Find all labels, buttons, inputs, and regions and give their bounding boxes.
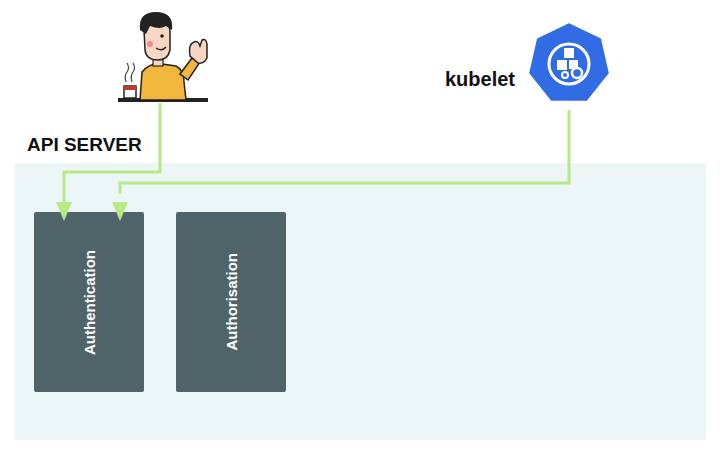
shirt	[140, 64, 186, 100]
component-label: kubelet	[445, 68, 515, 91]
kubelet-logo	[527, 18, 611, 110]
cheek	[147, 41, 153, 47]
kubelet-node: kubelet	[527, 18, 611, 110]
steam	[125, 63, 134, 82]
connector	[112, 110, 569, 221]
logo-gear	[562, 72, 568, 78]
logo-ring	[549, 44, 589, 84]
arrowhead	[112, 202, 128, 221]
group-heading: API SERVER	[27, 134, 142, 156]
server-band: API SERVERAuthenticationAuthorisation	[15, 163, 706, 440]
face	[144, 20, 170, 60]
box-label: Authorisation	[223, 253, 240, 351]
coffee-cup	[124, 86, 136, 98]
neck	[153, 58, 163, 66]
logo-cube	[564, 48, 574, 58]
user-arrowhead	[56, 202, 72, 221]
desk	[118, 98, 208, 102]
logo-cube	[557, 60, 567, 70]
stage-box: Authentication	[34, 212, 144, 392]
mouth	[156, 47, 166, 50]
arm	[180, 58, 200, 80]
logo-gear	[572, 68, 582, 78]
user-wire	[64, 103, 160, 203]
box-label: Authentication	[81, 250, 98, 355]
hand	[190, 40, 208, 64]
heptagon	[528, 22, 610, 102]
connector-line	[120, 110, 569, 194]
stage-box: Authorisation	[176, 212, 286, 392]
eye	[160, 34, 164, 38]
user-illustration	[118, 12, 208, 102]
cup-band	[124, 86, 136, 90]
hair	[140, 12, 172, 34]
